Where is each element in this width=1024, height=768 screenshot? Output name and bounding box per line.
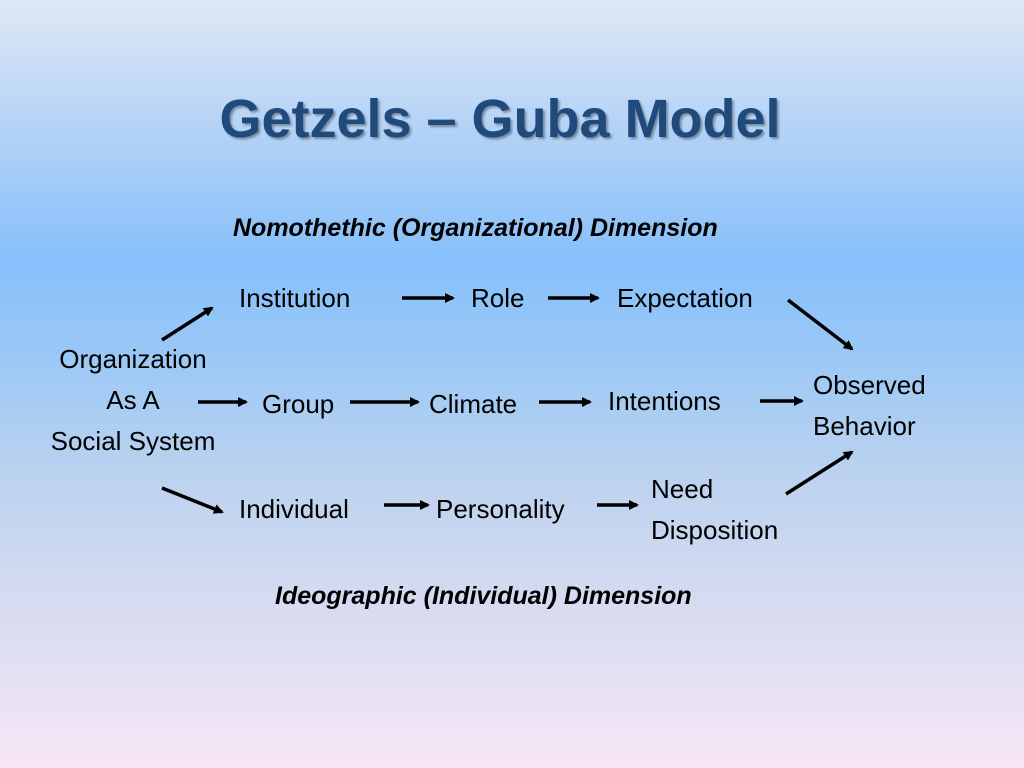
- arrow-source-to-institution: [161, 306, 214, 342]
- node-expectation: Expectation: [617, 283, 753, 313]
- nomothetic-dimension-label: Nomothethic (Organizational) Dimension: [233, 214, 718, 242]
- node-intentions: Intentions: [608, 386, 721, 416]
- source-line-2: As A: [106, 385, 160, 415]
- outcome-line-1: Observed: [813, 370, 926, 400]
- node-need-disposition: Need Disposition: [651, 469, 778, 551]
- node-personality: Personality: [436, 494, 565, 524]
- node-institution: Institution: [239, 283, 351, 313]
- source-node-organization: Organization As A Social System: [38, 339, 228, 462]
- node-role: Role: [471, 283, 525, 313]
- need-line-2: Disposition: [651, 515, 779, 545]
- source-line-3: Social System: [50, 426, 216, 456]
- arrow-source-to-individual: [161, 486, 224, 514]
- ideographic-dimension-label: Ideographic (Individual) Dimension: [275, 582, 692, 610]
- node-climate: Climate: [429, 389, 518, 419]
- node-group: Group: [262, 389, 335, 419]
- arrow-need-to-behavior: [785, 450, 854, 496]
- source-line-1: Organization: [59, 344, 207, 374]
- slide-title: Getzels – Guba Model: [219, 89, 781, 149]
- node-observed-behavior: Observed Behavior: [813, 365, 926, 447]
- outcome-line-2: Behavior: [813, 411, 916, 441]
- node-individual: Individual: [239, 494, 349, 524]
- arrow-expectation-to-behavior: [786, 298, 854, 351]
- need-line-1: Need: [651, 474, 714, 504]
